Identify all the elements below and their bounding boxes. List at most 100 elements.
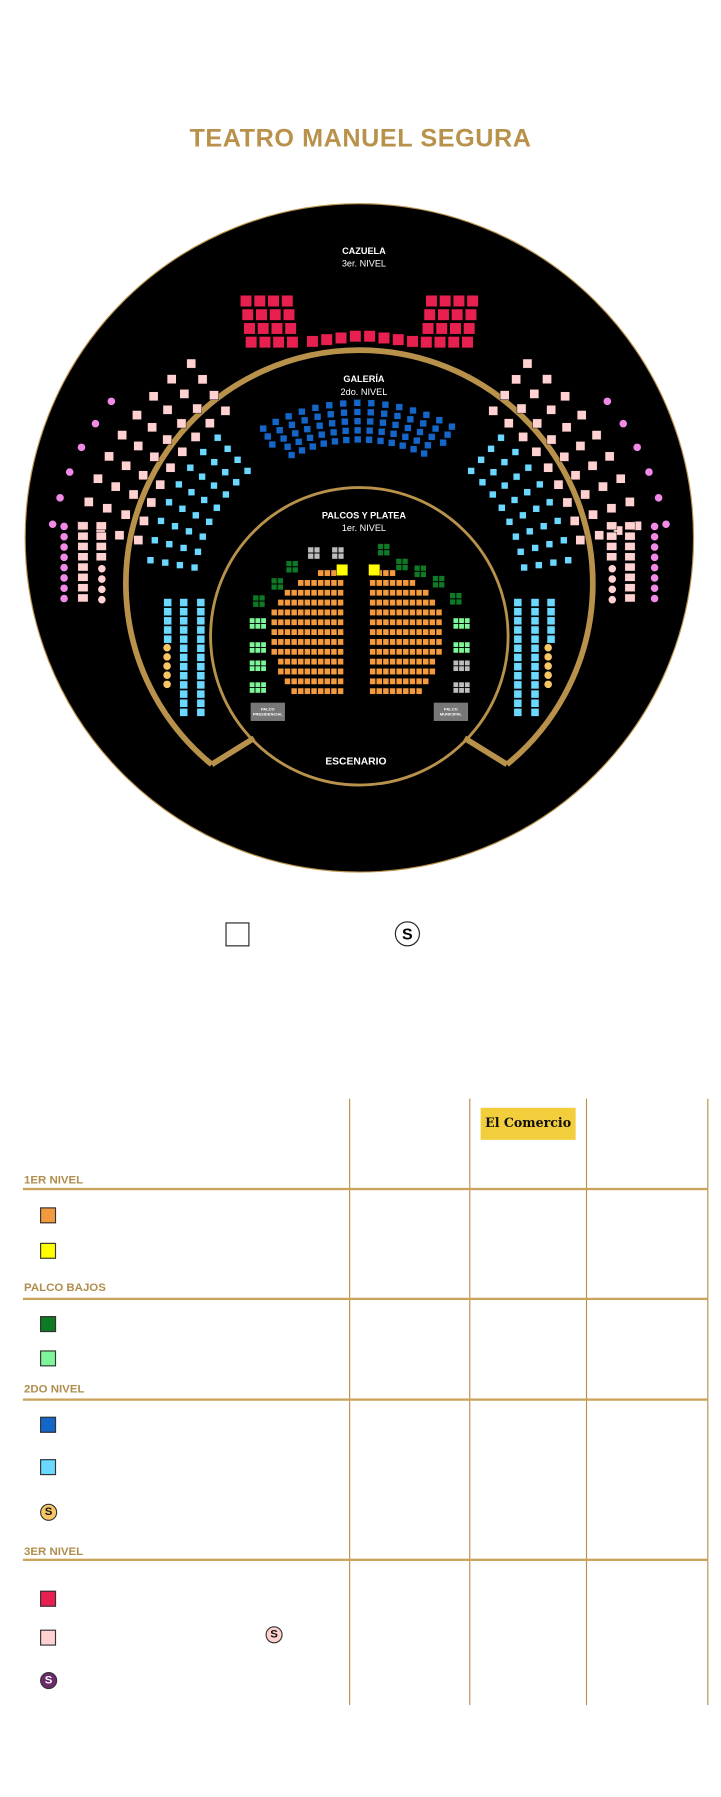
platea-seat[interactable] (422, 599, 429, 606)
cazuela-side-seat[interactable] (570, 470, 581, 481)
cazuela-side-seat[interactable] (604, 451, 615, 462)
platea-seat[interactable] (415, 648, 423, 656)
platea-seat[interactable] (382, 628, 390, 636)
platea-seat[interactable] (290, 648, 298, 656)
cazuela-side-seat[interactable] (624, 562, 636, 572)
galeria-side-seat[interactable] (513, 671, 523, 681)
galeria-seat[interactable] (443, 430, 452, 439)
platea-seat[interactable] (290, 668, 298, 675)
galeria-seat[interactable] (393, 412, 402, 420)
galeria-side-seat[interactable] (530, 607, 540, 616)
platea-seat[interactable] (409, 599, 416, 606)
galeria-seat[interactable] (306, 434, 314, 442)
galeria-side-seat[interactable] (171, 522, 179, 530)
cazuela-seat[interactable] (253, 295, 266, 307)
galeria-seat[interactable] (283, 443, 292, 451)
cazuela-seat[interactable] (284, 322, 297, 335)
galeria-seat[interactable] (409, 406, 417, 415)
platea-seat[interactable] (277, 668, 285, 675)
galeria-seat[interactable] (259, 424, 267, 433)
cazuela-seat[interactable] (255, 308, 268, 321)
platea-seat[interactable] (415, 658, 423, 666)
platea-seat[interactable] (304, 609, 311, 616)
platea-seat[interactable] (330, 687, 338, 695)
platea-seat[interactable] (409, 579, 416, 587)
galeria-s-seat[interactable] (544, 662, 552, 670)
platea-seat[interactable] (304, 599, 311, 606)
palco-bajo-light-seat[interactable] (452, 641, 459, 648)
palco-bajo-seat[interactable] (277, 577, 284, 584)
unavailable-seat[interactable] (452, 687, 459, 694)
galeria-side-seat[interactable] (513, 698, 523, 708)
platea-seat[interactable] (324, 648, 331, 656)
galeria-side-seat[interactable] (560, 536, 568, 544)
galeria-side-seat[interactable] (185, 527, 193, 536)
galeria-seat[interactable] (428, 433, 436, 441)
palco-bajo-light-seat[interactable] (249, 623, 255, 630)
galeria-side-seat[interactable] (513, 616, 523, 626)
cazuela-s-seat[interactable] (654, 494, 663, 502)
galeria-side-seat[interactable] (192, 511, 200, 519)
platea-seat[interactable] (422, 677, 429, 685)
palco-bajo-seat[interactable] (402, 558, 409, 565)
platea-seat[interactable] (422, 648, 429, 656)
palco-bajo-seat[interactable] (420, 571, 427, 578)
cazuela-side-seat[interactable] (192, 403, 202, 414)
cazuela-side-seat[interactable] (77, 542, 89, 551)
galeria-seat[interactable] (341, 418, 349, 426)
cazuela-side-seat[interactable] (560, 391, 570, 402)
platea-seat[interactable] (382, 648, 390, 656)
cazuela-seat[interactable] (420, 336, 433, 349)
unavailable-seat[interactable] (458, 665, 465, 672)
platea-seat[interactable] (284, 648, 291, 656)
cazuela-side-seat[interactable] (162, 434, 173, 445)
unavailable-seat[interactable] (307, 553, 314, 560)
galeria-side-seat[interactable] (179, 662, 188, 671)
platea-seat[interactable] (382, 618, 390, 626)
platea-seat[interactable] (304, 618, 311, 626)
cazuela-side-seat[interactable] (155, 479, 166, 490)
cazuela-side-seat[interactable] (576, 410, 587, 420)
platea-seat[interactable] (402, 658, 410, 666)
galeria-seat[interactable] (401, 433, 410, 441)
platea-seat[interactable] (284, 638, 291, 646)
galeria-seat[interactable] (353, 426, 362, 434)
platea-seat[interactable] (376, 599, 383, 606)
galeria-side-seat[interactable] (478, 478, 487, 486)
cazuela-side-seat[interactable] (588, 509, 598, 520)
galeria-seat[interactable] (416, 428, 424, 436)
platea-seat[interactable] (409, 628, 416, 636)
palco-bajo-seat[interactable] (285, 566, 293, 574)
platea-seat[interactable] (409, 589, 416, 597)
galeria-seat[interactable] (365, 426, 374, 435)
cazuela-seat[interactable] (270, 322, 283, 335)
palco-bajo-seat[interactable] (432, 575, 439, 582)
galeria-side-seat[interactable] (196, 653, 206, 662)
palco-bajo-light-seat[interactable] (260, 617, 267, 624)
platea-seat[interactable] (317, 658, 324, 666)
platea-seat[interactable] (290, 638, 298, 646)
galeria-side-seat[interactable] (545, 498, 554, 506)
platea-seat[interactable] (277, 609, 285, 616)
galeria-seat[interactable] (268, 440, 277, 449)
cazuela-side-seat[interactable] (77, 531, 89, 541)
galeria-seat[interactable] (365, 436, 373, 444)
platea-seat[interactable] (395, 628, 403, 636)
galeria-side-seat[interactable] (564, 556, 572, 564)
galeria-side-seat[interactable] (513, 634, 523, 644)
palco-bajo-light-seat[interactable] (249, 687, 255, 694)
cazuela-side-seat[interactable] (624, 583, 636, 592)
galeria-side-seat[interactable] (196, 625, 206, 635)
platea-seat[interactable] (422, 628, 429, 636)
platea-seat[interactable] (284, 658, 291, 666)
galeria-side-seat[interactable] (530, 671, 540, 681)
platea-seat[interactable] (409, 648, 416, 656)
platea-seat[interactable] (415, 677, 423, 685)
cazuela-side-s-seat[interactable] (98, 595, 106, 604)
galeria-side-seat[interactable] (214, 434, 222, 442)
platea-seat[interactable] (395, 609, 403, 616)
cazuela-s-seat[interactable] (650, 584, 659, 592)
galeria-side-seat[interactable] (196, 662, 206, 671)
platea-seat[interactable] (310, 579, 318, 587)
galeria-side-seat[interactable] (530, 616, 540, 626)
